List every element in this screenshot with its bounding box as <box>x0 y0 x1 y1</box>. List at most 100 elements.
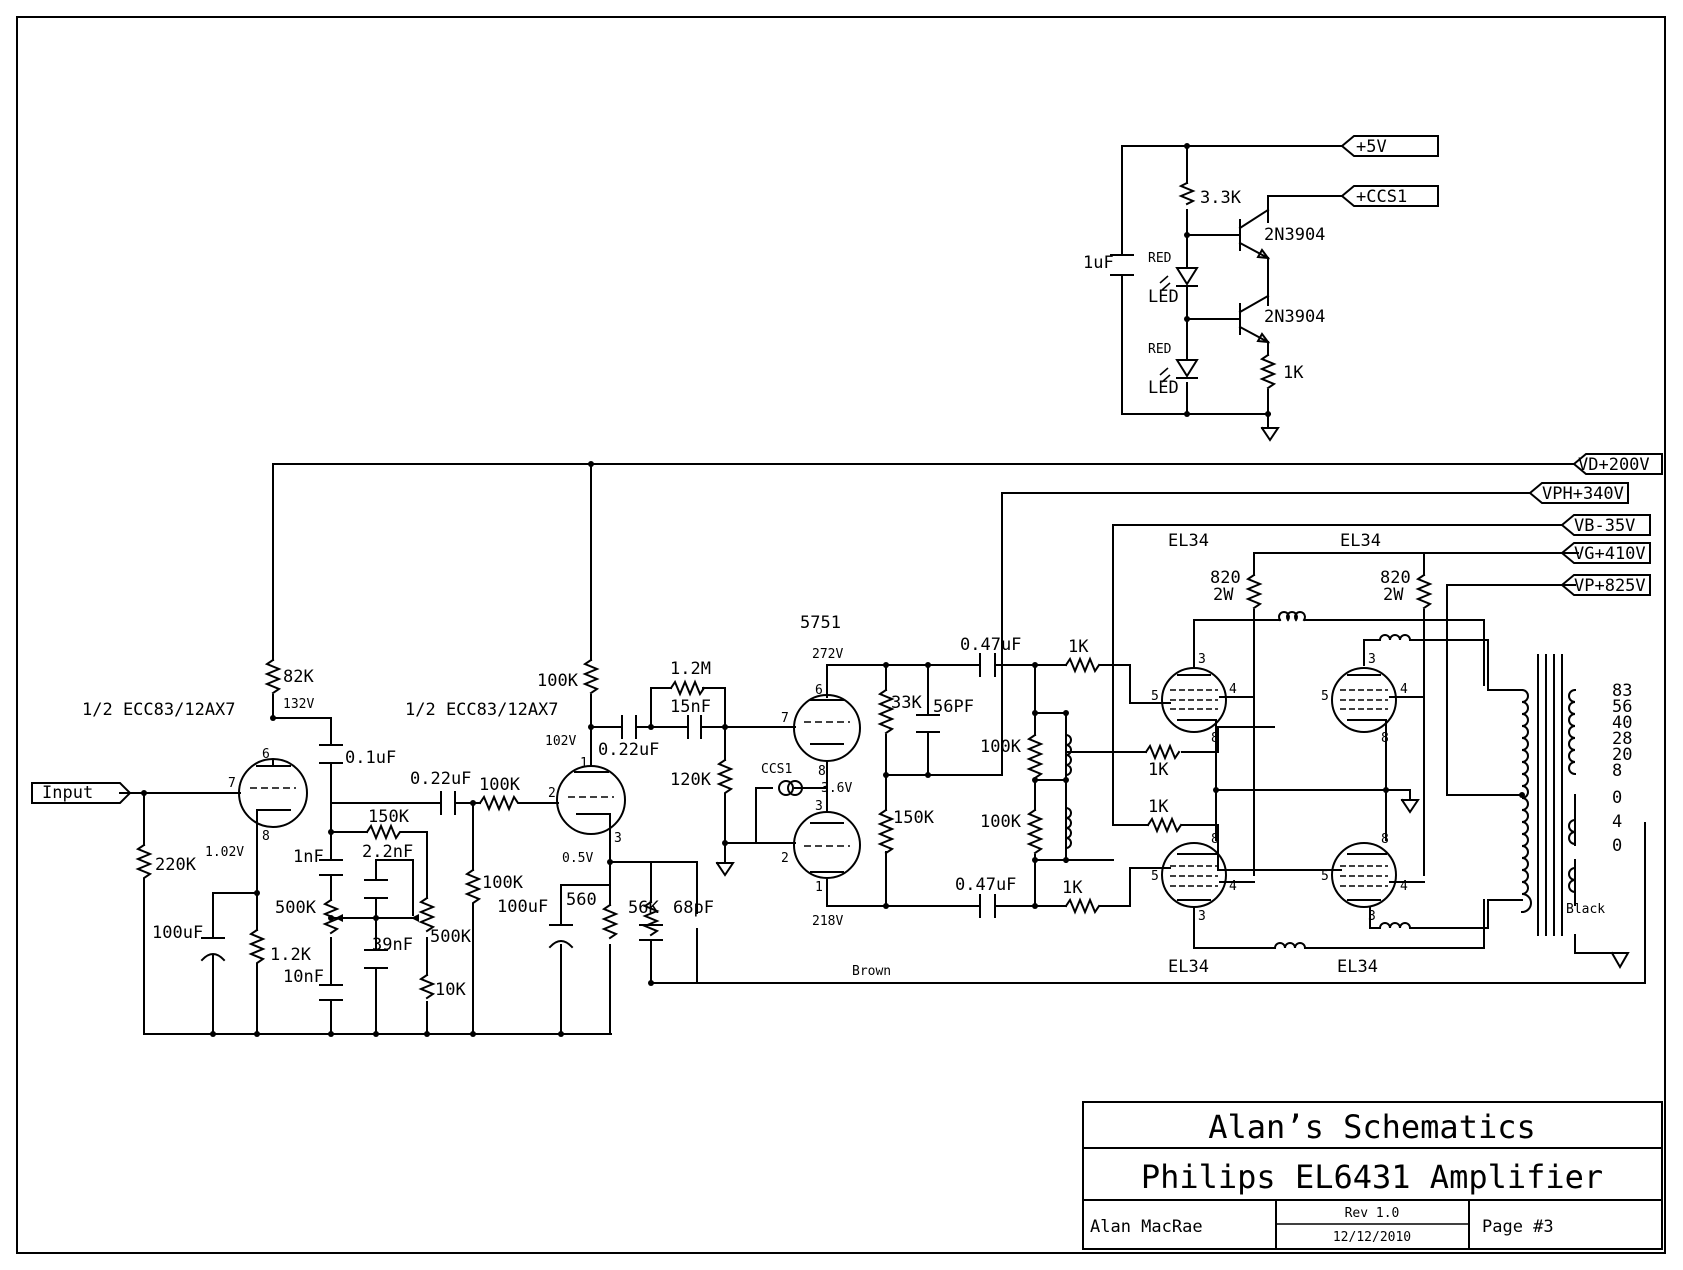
tap-label: 56 <box>1612 697 1632 717</box>
title-main: Philips EL6431 Amplifier <box>1141 1158 1603 1196</box>
rail-label: VPH+340V <box>1542 484 1624 504</box>
ccs-led-color-2: RED <box>1148 342 1172 357</box>
tube-pin: 6 <box>262 747 270 762</box>
tube-pin: 5 <box>1321 689 1329 704</box>
title-author: Alan MacRae <box>1090 1217 1203 1237</box>
tube-pin: 5 <box>1151 689 1159 704</box>
resistor <box>642 900 660 937</box>
rail-tag-ccs1 <box>1340 185 1439 207</box>
rail-label: VB-35V <box>1574 516 1635 536</box>
inductor <box>1273 942 1307 950</box>
tube-pin: 8 <box>818 764 826 779</box>
rail-label: +CCS1 <box>1356 187 1407 207</box>
stage1-cathode-resistor: 1.2K <box>270 945 312 965</box>
resistor <box>1245 573 1263 610</box>
resistor <box>135 843 153 886</box>
rail-label: VD+200V <box>1578 455 1650 475</box>
rail-label: VP+825V <box>1574 576 1646 596</box>
tube-pin: 8 <box>262 829 270 844</box>
resistor <box>669 679 706 697</box>
potentiometer <box>418 896 436 933</box>
tube-pin: 4 <box>1400 879 1408 894</box>
black-label: Black <box>1566 902 1605 917</box>
tap-label: 40 <box>1612 713 1632 733</box>
electrolytic-capacitor <box>200 937 226 962</box>
tube-pin: 3 <box>1368 909 1376 924</box>
capacitor <box>319 744 343 764</box>
tube-pin: 4 <box>1229 879 1237 894</box>
resistor <box>248 928 266 969</box>
tube-pin: 5 <box>1151 869 1159 884</box>
resistor <box>464 868 482 911</box>
stage2-grid-leak: 100K <box>482 873 524 893</box>
rail-label: VG+410V <box>1574 544 1646 564</box>
wires <box>119 145 1646 1035</box>
brown-label: Brown <box>852 964 891 979</box>
led-1 <box>1159 267 1199 291</box>
input-tag <box>31 782 132 804</box>
stage2-fb-resistor: 56K <box>628 898 659 918</box>
junctions <box>141 143 1525 1037</box>
led-2 <box>1159 359 1199 383</box>
tube-pin: 8 <box>1211 731 1219 746</box>
output-transformer <box>1520 654 1577 936</box>
pi-cap-56pf: 56PF <box>933 697 974 717</box>
resistor <box>1259 353 1277 390</box>
tube-pin: 6 <box>815 683 823 698</box>
stage1-cathode-cap: 100uF <box>152 923 203 943</box>
tone-cap-10nf: 10nF <box>283 967 324 987</box>
title-date: 12/12/2010 <box>1333 1230 1411 1245</box>
resistor <box>1178 181 1196 206</box>
el34-bottom-right <box>1331 842 1397 908</box>
ground-symbol <box>1260 426 1280 442</box>
inductor <box>1064 806 1072 850</box>
tube-pin: 2 <box>548 786 556 801</box>
tube-pin: 8 <box>1211 832 1219 847</box>
out-grid-res-4: 1K <box>1062 878 1083 898</box>
inductor <box>1278 611 1306 622</box>
pi-res-150k: 150K <box>893 808 935 828</box>
tube-pin: 3 <box>1198 652 1206 667</box>
sheet-border <box>16 16 1666 1254</box>
title-page: Page #3 <box>1482 1217 1554 1237</box>
resistor <box>418 973 436 1000</box>
interstage-cap-15nf: 15nF <box>670 697 711 717</box>
rail-tag-vph <box>1528 482 1629 504</box>
ccs-led-1: LED <box>1148 287 1179 307</box>
rail-tag-5v <box>1340 135 1439 157</box>
title-company: Alan’s Schematics <box>1208 1108 1536 1146</box>
tap-label: 83 <box>1612 681 1632 701</box>
el34-label-br: EL34 <box>1337 957 1378 977</box>
stage2-fb-cap: 68pF <box>673 898 714 918</box>
ground-symbol <box>715 854 735 877</box>
stage2-coupling-cap: 0.22uF <box>410 769 471 789</box>
tube-pin: 3 <box>1198 909 1206 924</box>
capacitor <box>1110 254 1134 276</box>
resistor <box>1144 743 1181 761</box>
capacitor <box>916 714 940 733</box>
tube-pin: 7 <box>781 711 789 726</box>
ground-symbol <box>1400 798 1420 814</box>
tap-label: 0 <box>1612 788 1622 808</box>
stage2-tube-label: 1/2 ECC83/12AX7 <box>405 700 559 720</box>
el34-bottom-left <box>1161 842 1227 908</box>
rail-tag-vg <box>1560 542 1651 564</box>
capacitor <box>979 653 996 677</box>
current-source <box>778 780 803 796</box>
ccs-led-2: LED <box>1148 378 1179 398</box>
labels: 1/2 ECC83/12AX7 82K 132V 1.02V 0.1uF 220… <box>82 188 1632 1000</box>
inductor <box>1378 634 1412 642</box>
inductor <box>1378 922 1412 930</box>
rail-tag-vp <box>1560 574 1651 596</box>
transistor-2 <box>1238 294 1271 344</box>
out-cap-bottom: 0.47uF <box>955 875 1016 895</box>
rail-tag-vb <box>1560 514 1651 536</box>
tap-label: 4 <box>1612 812 1622 832</box>
tube-pin: 3 <box>614 831 622 846</box>
tube-pin: 7 <box>228 776 236 791</box>
stage2-cathode-voltage: 0.5V <box>562 851 593 866</box>
rail-tag-vd <box>1572 453 1663 475</box>
inductor <box>1064 733 1072 777</box>
el34-label-tl: EL34 <box>1168 531 1209 551</box>
stage1-cathode-voltage: 1.02V <box>205 845 244 860</box>
